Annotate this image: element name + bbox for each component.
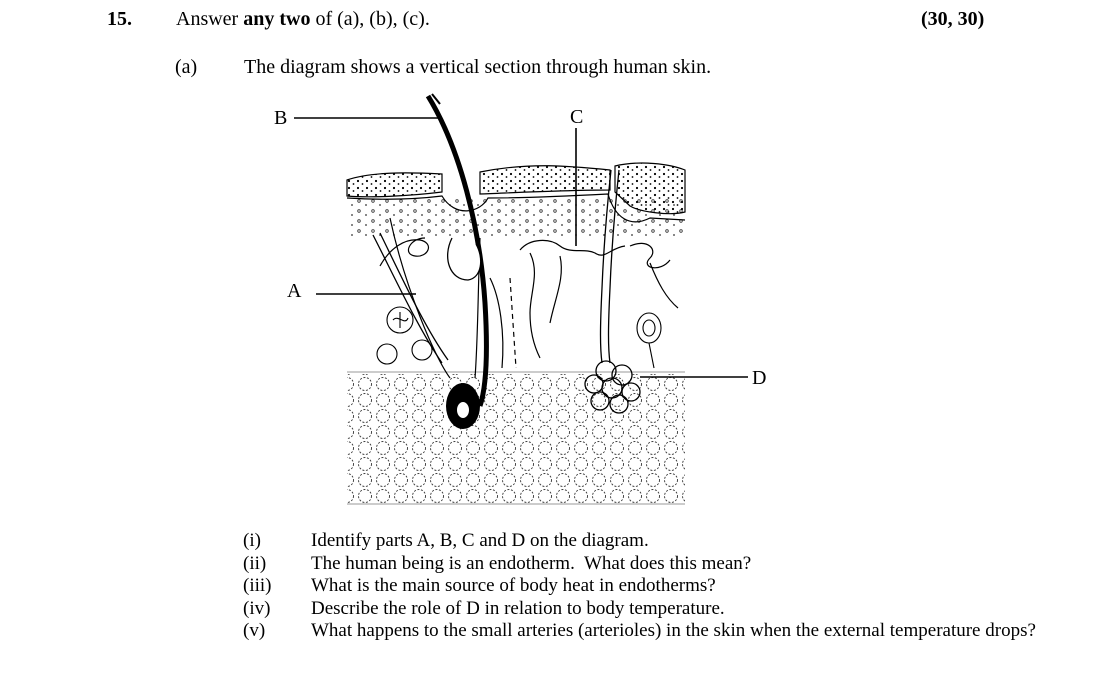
question-number: 15. — [107, 8, 132, 30]
subquestion-text: What is the main source of body heat in … — [311, 575, 716, 596]
part-a-text: The diagram shows a vertical section thr… — [244, 56, 712, 78]
sweat-gland-icon — [584, 169, 641, 414]
label-b: B — [274, 107, 287, 129]
subquestion-number: (i) — [243, 530, 261, 551]
subquestion-number: (ii) — [243, 552, 267, 574]
subquestion-text: The human being is an endotherm. What do… — [311, 552, 752, 574]
epidermis-layer — [346, 162, 686, 236]
subquestion-number: (v) — [243, 620, 266, 641]
hair-icon — [389, 93, 489, 429]
subquestion-number: (iv) — [243, 597, 271, 619]
subquestion: (ii) The human being is an endotherm. Wh… — [243, 553, 1103, 576]
subquestion: (iii) What is the main source of body he… — [243, 575, 1103, 598]
subquestion-text: Describe the role of D in relation to bo… — [311, 597, 725, 619]
subquestion: (v) What happens to the small arteries (… — [243, 620, 1103, 643]
subquestion-text: What happens to the small arteries (arte… — [311, 620, 1036, 641]
receptor-icons — [376, 306, 662, 369]
subquestion-list: (i) Identify parts A, B, C and D on the … — [243, 530, 1103, 643]
instruction-emphasis: any two — [243, 8, 311, 30]
subquestion: (i) Identify parts A, B, C and D on the … — [243, 530, 1103, 553]
subquestion-number: (iii) — [243, 575, 272, 596]
subquestion: (iv) Describe the role of D in relation … — [243, 598, 1103, 621]
erector-muscle — [372, 232, 449, 364]
marks-allocation: (30, 30) — [921, 8, 985, 30]
question-instruction: Answer any two of (a), (b), (c). — [176, 8, 430, 31]
label-d: D — [752, 367, 766, 389]
instruction-prefix: Answer — [176, 8, 244, 30]
label-c: C — [570, 106, 583, 128]
subquestion-text: Identify parts A, B, C and D on the diag… — [311, 530, 649, 551]
instruction-suffix: of (a), (b), (c). — [310, 8, 430, 30]
label-a: A — [287, 280, 302, 302]
blood-vessel-icon — [379, 237, 679, 369]
skin-section-diagram: B A C D — [274, 93, 766, 506]
part-a-label: (a) — [175, 56, 198, 78]
fat-cells-icon — [347, 374, 685, 505]
